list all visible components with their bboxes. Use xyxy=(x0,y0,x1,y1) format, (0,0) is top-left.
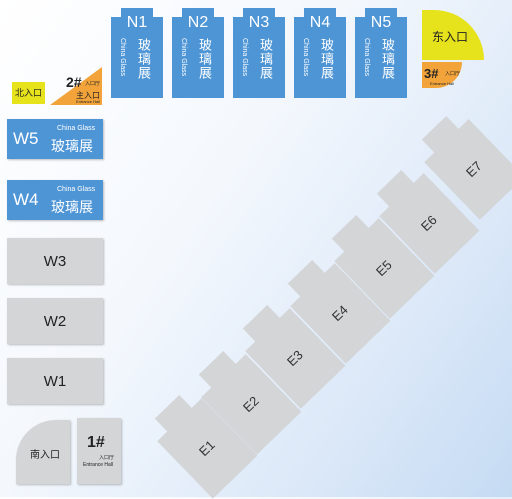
hall-e4-code: E4 xyxy=(328,302,351,325)
hall-w3[interactable]: W3 xyxy=(7,238,103,284)
hall-n4[interactable]: N4 China Glass 玻璃展 xyxy=(294,8,346,98)
hall-e3-code: E3 xyxy=(283,347,306,370)
hall-w1[interactable]: W1 xyxy=(7,358,103,404)
hall-w4-code: W4 xyxy=(13,190,39,209)
hall-n5-code: N5 xyxy=(370,14,392,31)
hall-w5-en: China Glass xyxy=(57,125,96,132)
entrance-hall-2-number: 2# xyxy=(66,74,82,90)
entrance-hall-1-en: Entrance Hall xyxy=(83,462,114,468)
entrance-hall-3: 3# 入口厅 Entrance Hall xyxy=(422,62,462,88)
hall-n4-en: China Glass xyxy=(302,38,309,77)
hall-w2[interactable]: W2 xyxy=(7,298,103,344)
hall-w4-cn: 玻璃展 xyxy=(51,199,93,215)
hall-n2-en: China Glass xyxy=(180,38,187,77)
south-entrance-label: 南入口 xyxy=(30,450,60,461)
hall-n1-cn: 玻璃展 xyxy=(136,38,151,80)
hall-w4-en: China Glass xyxy=(57,186,96,193)
hall-n2[interactable]: N2 China Glass 玻璃展 xyxy=(172,8,224,98)
hall-n1[interactable]: N1 China Glass 玻璃展 xyxy=(111,8,163,98)
hall-n3-cn: 玻璃展 xyxy=(258,38,273,80)
entrance-hall-3-small: 入口厅 xyxy=(445,71,461,77)
hall-w5-cn: 玻璃展 xyxy=(51,138,93,154)
north-entrance: 北入口 xyxy=(12,82,45,104)
hall-n4-code: N4 xyxy=(309,14,331,31)
hall-n2-code: N2 xyxy=(187,14,209,31)
hall-e1-code: E1 xyxy=(195,437,218,460)
hall-n2-cn: 玻璃展 xyxy=(197,38,212,80)
hall-n1-code: N1 xyxy=(126,14,148,31)
entrance-hall-1: 1# 入口厅 Entrance Hall xyxy=(77,418,121,484)
hall-n3-code: N3 xyxy=(248,14,270,31)
hall-n1-en: China Glass xyxy=(119,38,126,77)
south-entrance: 南入口 xyxy=(16,420,70,484)
hall-n3[interactable]: N3 China Glass 玻璃展 xyxy=(233,8,285,98)
entrance-hall-3-number: 3# xyxy=(424,66,439,81)
hall-n5-en: China Glass xyxy=(363,38,370,77)
hall-w4[interactable]: W4 China Glass 玻璃展 xyxy=(7,180,103,220)
north-entrance-label: 北入口 xyxy=(14,88,42,98)
hall-e6-code: E6 xyxy=(417,212,440,235)
hall-e5-code: E5 xyxy=(372,257,395,280)
hall-w2-code: W2 xyxy=(43,313,67,330)
entrance-hall-2-small: 入口厅 xyxy=(85,81,101,87)
entrance-hall-2-en: Entrance Hall xyxy=(76,99,101,104)
entrance-hall-2-main: 主入口 xyxy=(76,91,100,100)
hall-e7-code: E7 xyxy=(462,158,485,181)
east-entrance: 东入口 xyxy=(422,10,484,60)
hall-w3-code: W3 xyxy=(43,253,67,270)
hall-n5[interactable]: N5 China Glass 玻璃展 xyxy=(355,8,407,98)
hall-w1-code: W1 xyxy=(43,373,67,390)
east-entrance-label: 东入口 xyxy=(432,30,469,44)
entrance-hall-1-number: 1# xyxy=(87,434,105,451)
hall-n4-cn: 玻璃展 xyxy=(319,38,334,80)
hall-w5[interactable]: W5 China Glass 玻璃展 xyxy=(7,119,103,159)
entrance-hall-3-en: Entrance Hall xyxy=(430,81,455,86)
hall-n5-cn: 玻璃展 xyxy=(380,38,395,80)
hall-e2-code: E2 xyxy=(239,393,262,416)
entrance-hall-1-small: 入口厅 xyxy=(99,455,115,461)
hall-w5-code: W5 xyxy=(13,129,39,148)
hall-n3-en: China Glass xyxy=(241,38,248,77)
